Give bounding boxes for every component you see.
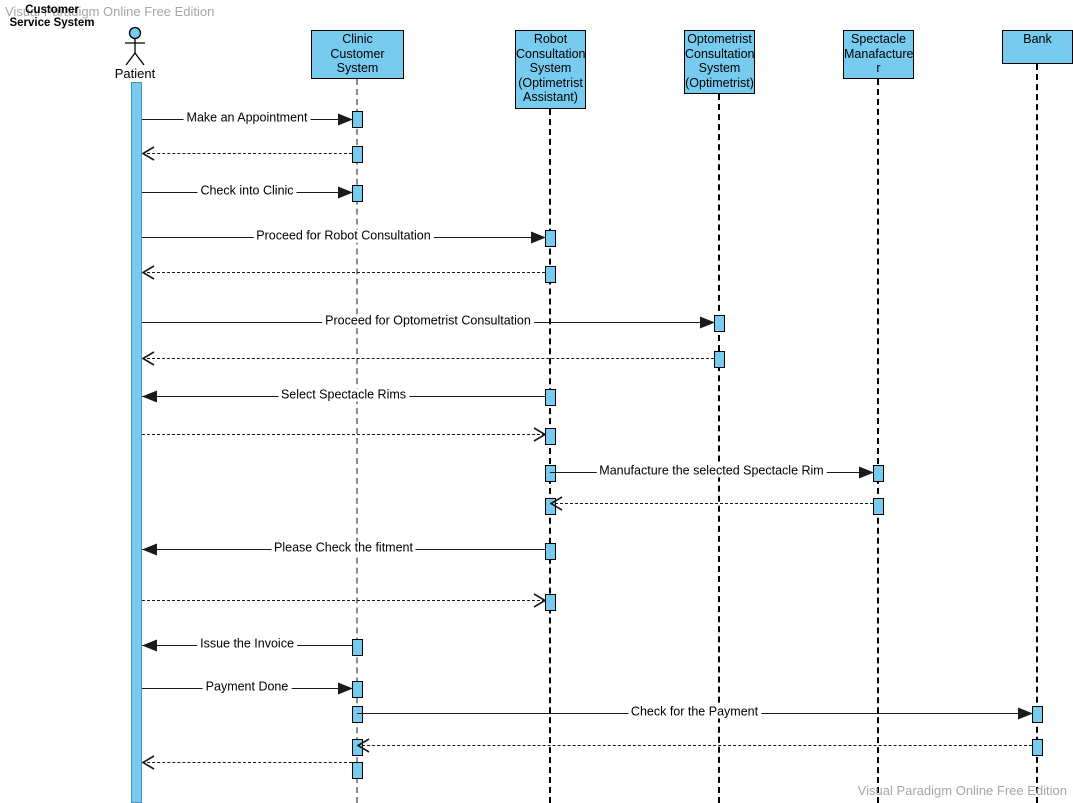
activation-bar-robot[interactable]	[545, 230, 556, 247]
actor-stick-figure-icon	[125, 26, 145, 66]
message-arrowhead-11	[550, 496, 565, 511]
lifeline-line-clinic	[356, 79, 358, 803]
actor-patient[interactable]	[119, 26, 151, 71]
message-arrowhead-16	[1018, 706, 1033, 721]
message-line-9[interactable]	[142, 434, 545, 435]
message-arrowhead-10	[859, 465, 874, 480]
message-arrowhead-2	[142, 146, 157, 161]
message-arrowhead-1	[338, 112, 353, 127]
activation-bar-bank[interactable]	[1032, 706, 1043, 723]
message-arrowhead-8	[142, 389, 157, 404]
message-line-13[interactable]	[142, 600, 545, 601]
message-line-2[interactable]	[142, 153, 352, 154]
message-arrowhead-17	[357, 738, 372, 753]
message-arrowhead-13	[531, 593, 546, 608]
message-label-8: Select Spectacle Rims	[277, 388, 410, 402]
activation-bar-robot[interactable]	[545, 465, 556, 482]
message-label-16: Check for the Payment	[627, 705, 762, 719]
message-arrowhead-12	[142, 542, 157, 557]
message-arrowhead-9	[531, 427, 546, 442]
message-label-12: Please Check the fitment	[271, 541, 416, 555]
activation-bar-clinic[interactable]	[352, 681, 363, 698]
lifeline-line-robot	[549, 109, 551, 803]
message-label-15: Payment Done	[202, 680, 292, 694]
message-arrowhead-14	[142, 638, 157, 653]
activation-bar-robot[interactable]	[545, 266, 556, 283]
activation-bar-clinic[interactable]	[352, 762, 363, 779]
activation-bar-optometrist[interactable]	[714, 351, 725, 368]
activation-bar-clinic[interactable]	[352, 111, 363, 128]
message-label-6: Proceed for Optometrist Consultation	[322, 314, 534, 328]
activation-bar-robot[interactable]	[545, 594, 556, 611]
message-label-3: Check into Clinic	[197, 184, 297, 198]
message-arrowhead-3	[338, 185, 353, 200]
page-title: Customer Service System	[9, 4, 95, 29]
lifeline-header-robot[interactable]: Robot Consultation System (Optimetrist A…	[515, 30, 586, 109]
activation-bar-clinic[interactable]	[352, 706, 363, 723]
message-arrowhead-5	[142, 265, 157, 280]
activation-bar-patient[interactable]	[131, 82, 142, 803]
lifeline-header-bank[interactable]: Bank	[1002, 30, 1073, 64]
message-line-5[interactable]	[142, 272, 545, 273]
message-arrowhead-4	[531, 230, 546, 245]
message-line-17[interactable]	[357, 745, 1032, 746]
watermark-bottom: Visual Paradigm Online Free Edition	[857, 783, 1067, 798]
message-label-1: Make an Appointment	[183, 111, 311, 125]
lifeline-line-optometrist	[718, 94, 720, 803]
activation-bar-manufacturer[interactable]	[873, 465, 884, 482]
activation-bar-optometrist[interactable]	[714, 315, 725, 332]
message-label-4: Proceed for Robot Consultation	[253, 229, 434, 243]
activation-bar-robot[interactable]	[545, 389, 556, 406]
lifeline-line-manufacturer	[877, 79, 879, 803]
message-arrowhead-7	[142, 351, 157, 366]
lifeline-header-manufacturer[interactable]: Spectacle Manafacture r	[843, 30, 914, 79]
message-arrowhead-15	[338, 681, 353, 696]
message-arrowhead-6	[700, 315, 715, 330]
message-line-11[interactable]	[550, 503, 873, 504]
activation-bar-bank[interactable]	[1032, 739, 1043, 756]
activation-bar-clinic[interactable]	[352, 185, 363, 202]
lifeline-header-optometrist[interactable]: Optometrist Consultation System (Optimet…	[684, 30, 755, 94]
activation-bar-clinic[interactable]	[352, 639, 363, 656]
lifeline-header-clinic[interactable]: Clinic Customer System	[311, 30, 404, 79]
activation-bar-robot[interactable]	[545, 428, 556, 445]
activation-bar-robot[interactable]	[545, 543, 556, 560]
message-line-18[interactable]	[142, 762, 352, 763]
message-label-14: Issue the Invoice	[197, 637, 297, 651]
activation-bar-manufacturer[interactable]	[873, 498, 884, 515]
message-line-7[interactable]	[142, 358, 714, 359]
lifeline-line-bank	[1036, 64, 1038, 803]
actor-label-patient: Patient	[114, 66, 156, 81]
message-arrowhead-18	[142, 755, 157, 770]
watermark-top: Visual Paradigm Online Free Edition	[5, 4, 215, 19]
activation-bar-clinic[interactable]	[352, 146, 363, 163]
message-label-10: Manufacture the selected Spectacle Rim	[596, 464, 827, 478]
